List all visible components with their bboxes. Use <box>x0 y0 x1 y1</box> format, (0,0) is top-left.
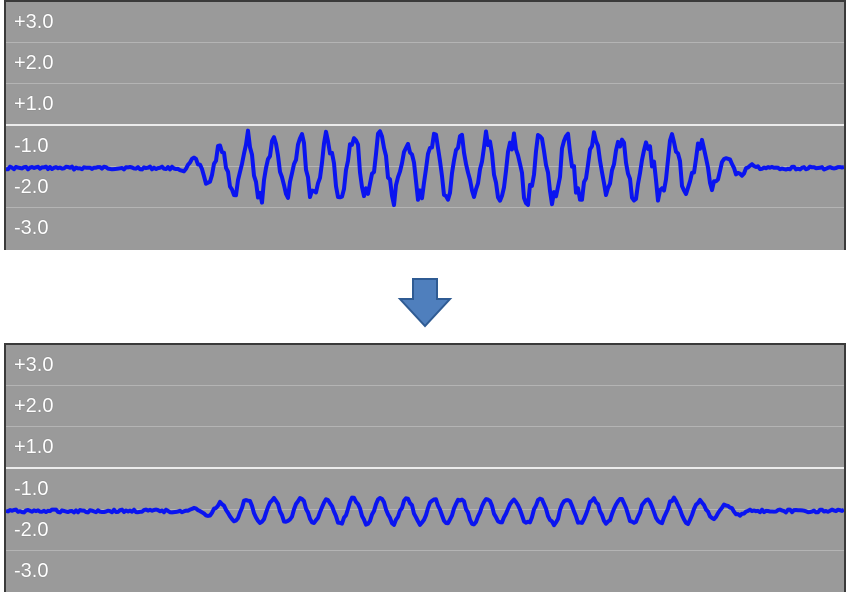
tick-label: +3.0 <box>14 11 54 33</box>
grid-row: +1.0 <box>6 84 844 126</box>
arrow-shape <box>397 278 453 328</box>
tick-label: -3.0 <box>14 217 49 239</box>
grid-row: -2.0 <box>6 167 844 208</box>
waveform-panel-after: +3.0 +2.0 +1.0 -1.0 -2.0 -3.0 <box>4 343 846 592</box>
tick-label: -1.0 <box>14 135 49 157</box>
grid-row: +2.0 <box>6 43 844 84</box>
tick-label: -2.0 <box>14 519 49 541</box>
grid-row: -1.0 <box>6 126 844 167</box>
grid-row: +2.0 <box>6 386 844 427</box>
grid-row: -2.0 <box>6 510 844 551</box>
grid-row: -3.0 <box>6 208 844 249</box>
grid-row: +3.0 <box>6 345 844 386</box>
tick-label: -2.0 <box>14 176 49 198</box>
grid-row: -3.0 <box>6 551 844 592</box>
grid-row: +3.0 <box>6 2 844 43</box>
tick-label: -3.0 <box>14 560 49 582</box>
tick-label: +2.0 <box>14 52 54 74</box>
tick-label: +1.0 <box>14 93 54 115</box>
waveform-panel-before: +3.0 +2.0 +1.0 -1.0 -2.0 -3.0 <box>4 0 846 250</box>
tick-label: +3.0 <box>14 354 54 376</box>
tick-label: +1.0 <box>14 436 54 458</box>
grid-row: -1.0 <box>6 469 844 510</box>
grid-row: +1.0 <box>6 427 844 469</box>
tick-label: -1.0 <box>14 478 49 500</box>
down-arrow-icon <box>397 278 453 328</box>
tick-label: +2.0 <box>14 395 54 417</box>
